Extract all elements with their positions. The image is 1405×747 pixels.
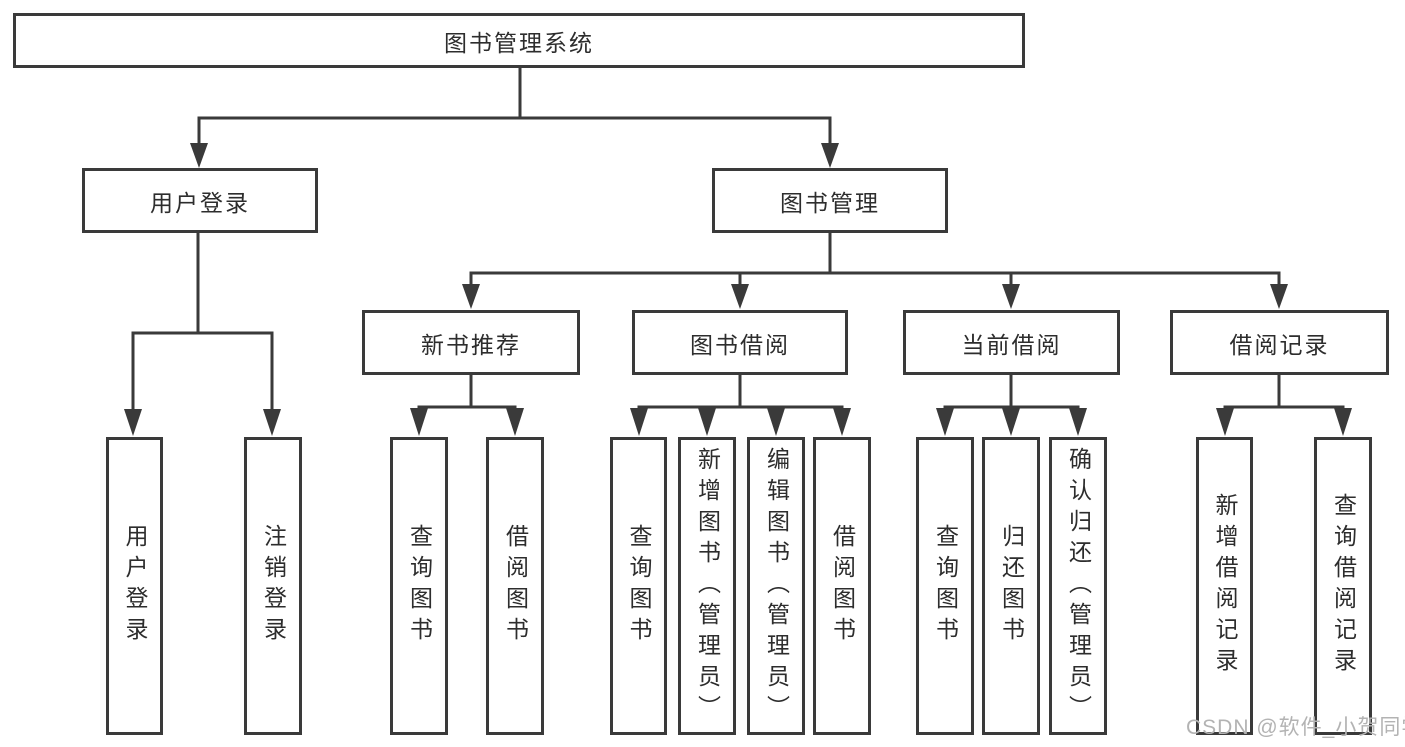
arrow-icon xyxy=(731,284,749,309)
node-label: 用户登录 xyxy=(122,524,148,648)
leaf-logout: 注销登录 xyxy=(244,437,302,735)
node-label: 查询借阅记录 xyxy=(1330,493,1357,679)
node-label: 用户登录 xyxy=(150,189,250,216)
node-book-borrow: 图书借阅 xyxy=(632,310,848,375)
leaf-query-books-current: 查询图书 xyxy=(916,437,974,735)
arrow-icon xyxy=(936,408,954,436)
leaf-borrow-books: 借阅图书 xyxy=(813,437,871,735)
node-label: 注销登录 xyxy=(260,524,287,648)
arrow-icon xyxy=(190,143,208,168)
node-label: 新增图书（管理员） xyxy=(694,446,721,726)
leaf-return-books: 归还图书 xyxy=(982,437,1040,735)
arrow-icon xyxy=(821,143,839,168)
arrowheads xyxy=(124,143,1352,436)
node-book-management-system: 图书管理系统 xyxy=(13,13,1025,68)
arrow-icon xyxy=(506,408,524,436)
node-current-borrow: 当前借阅 xyxy=(903,310,1120,375)
node-label: 借阅记录 xyxy=(1229,331,1330,358)
node-label: 归还图书 xyxy=(998,524,1025,648)
node-label: 图书管理系统 xyxy=(444,29,594,56)
node-book-management: 图书管理 xyxy=(712,168,948,233)
arrow-icon xyxy=(1334,408,1352,436)
leaf-query-borrow-record: 查询借阅记录 xyxy=(1314,437,1372,735)
arrow-icon xyxy=(698,408,716,436)
leaf-query-books-recommend: 查询图书 xyxy=(390,437,448,735)
arrow-icon xyxy=(410,408,428,436)
node-label: 查询图书 xyxy=(932,524,959,648)
node-label: 图书管理 xyxy=(780,189,880,216)
node-label: 新增借阅记录 xyxy=(1212,493,1238,679)
leaf-confirm-return-admin: 确认归还（管理员） xyxy=(1049,437,1107,735)
leaf-add-borrow-record: 新增借阅记录 xyxy=(1196,437,1253,735)
node-label: 当前借阅 xyxy=(961,331,1062,358)
leaf-add-books-admin: 新增图书（管理员） xyxy=(678,437,736,735)
leaf-edit-books-admin: 编辑图书（管理员） xyxy=(747,437,805,735)
node-label: 确认归还（管理员） xyxy=(1065,446,1092,726)
arrow-icon xyxy=(263,409,281,436)
arrow-icon xyxy=(1002,284,1020,309)
node-label: 查询图书 xyxy=(626,524,652,648)
node-label: 图书借阅 xyxy=(690,331,790,358)
node-user-login: 用户登录 xyxy=(82,168,318,233)
arrow-icon xyxy=(630,408,648,436)
arrow-icon xyxy=(1270,284,1288,309)
arrow-icon xyxy=(1216,408,1234,436)
arrow-icon xyxy=(462,284,480,309)
arrow-icon xyxy=(767,408,785,436)
node-label: 新书推荐 xyxy=(421,331,521,358)
leaf-query-books-borrow: 查询图书 xyxy=(610,437,667,735)
arrow-icon xyxy=(124,409,142,436)
arrow-icon xyxy=(833,408,851,436)
leaf-user-login: 用户登录 xyxy=(106,437,163,735)
node-label: 编辑图书（管理员） xyxy=(763,446,790,726)
arrow-icon xyxy=(1069,408,1087,436)
watermark: CSDN @软件_小贺同学 xyxy=(1186,716,1405,739)
leaf-borrow-books-recommend: 借阅图书 xyxy=(486,437,544,735)
node-label: 借阅图书 xyxy=(829,524,856,648)
node-new-book-recommend: 新书推荐 xyxy=(362,310,580,375)
node-label: 借阅图书 xyxy=(502,524,529,648)
arrow-icon xyxy=(1002,408,1020,436)
node-borrow-records: 借阅记录 xyxy=(1170,310,1389,375)
node-label: 查询图书 xyxy=(406,524,433,648)
